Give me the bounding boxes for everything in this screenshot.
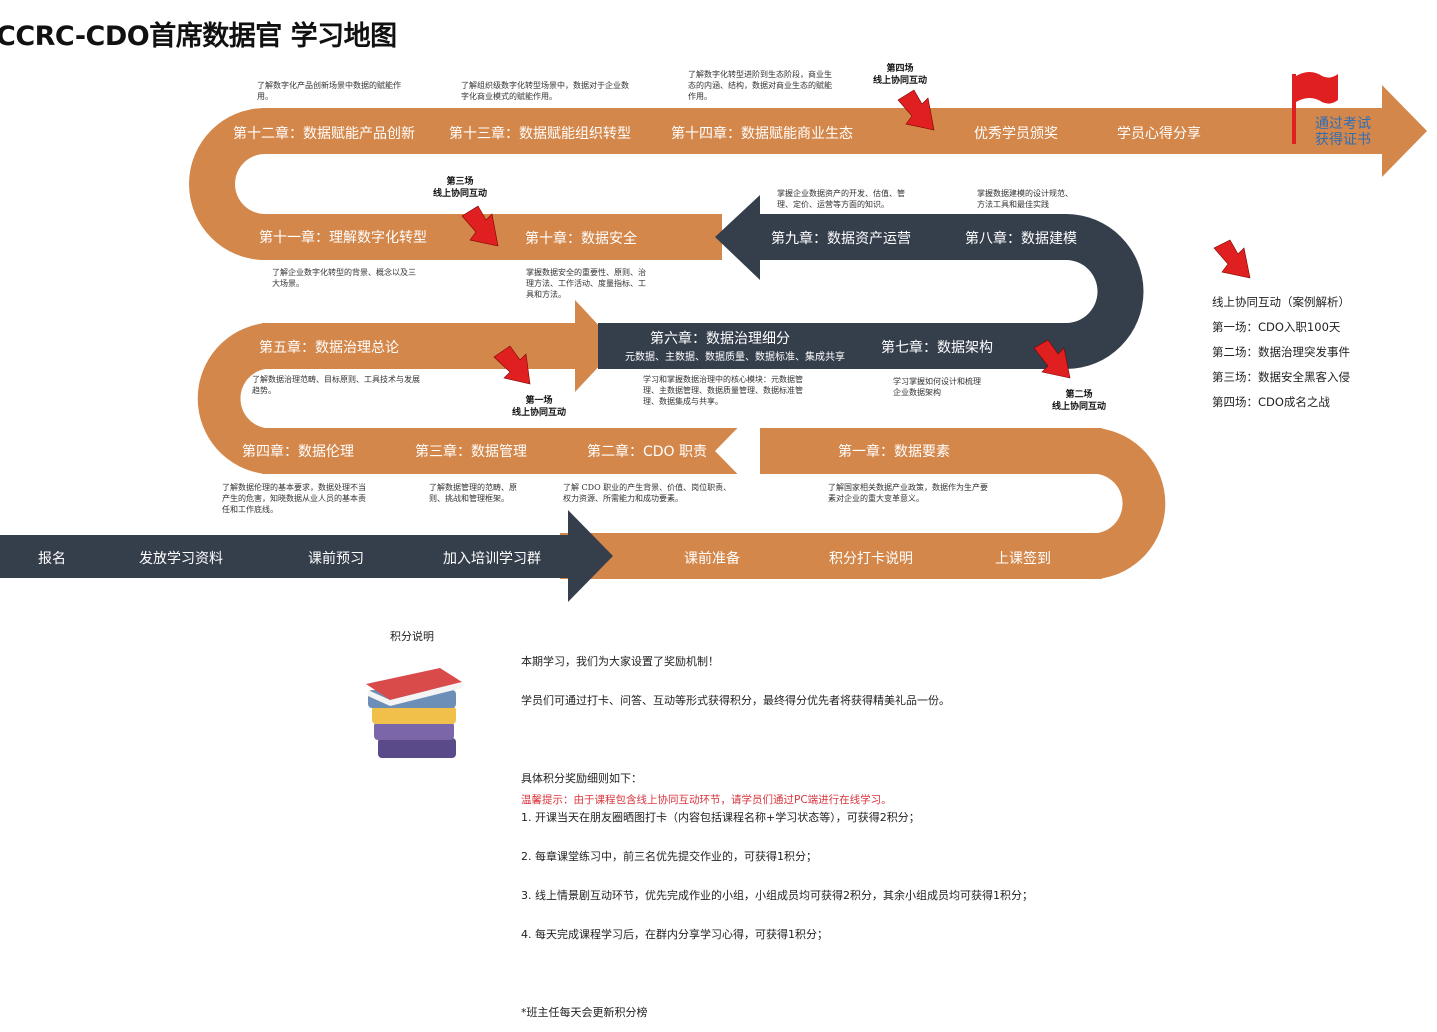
road-turn-left-2 <box>189 108 265 260</box>
points-line: 本期学习，我们为大家设置了奖励机制！ <box>521 655 719 668</box>
road-turn-left-1 <box>197 323 265 474</box>
chapter-1-desc: 了解国家相关数据产业政策，数据作为生产要素对企业的重大变革意义。 <box>828 483 988 503</box>
road-row0-orange <box>560 533 1102 579</box>
chapter-12-desc: 了解数字化产品创新场景中数据的赋能作用。 <box>257 81 401 101</box>
points-line: 4. 每天完成课程学习后，在群内分享学习心得，可获得1积分； <box>521 928 828 941</box>
road-navy <box>0 195 1144 602</box>
session-2-sub: 线上协同互动 <box>1052 402 1107 412</box>
road-row3-navy <box>715 195 1068 280</box>
legend-item: 第三场：数据安全黑客入侵 <box>1212 370 1350 384</box>
points-line: 3. 线上情景剧互动环节，优先完成作业的小组，小组成员均可获得2积分，其余小组成… <box>521 889 1033 902</box>
chapter-1: 第一章：数据要素 <box>838 444 950 460</box>
chapter-10: 第十章：数据安全 <box>525 231 637 247</box>
certificate-line-1: 通过考试 <box>1315 116 1371 132</box>
books-icon <box>366 668 462 758</box>
page-title: CCRC-CDO首席数据官 学习地图 <box>0 21 397 52</box>
points-line: 1. 开课当天在朋友圈晒图打卡（内容包括课程名称+学习状态等），可获得2积分； <box>521 811 920 824</box>
chapter-6-sub: 元数据、主数据、数据质量、数据标准、集成共享 <box>625 352 845 363</box>
chapter-2-desc: 了解 CDO 职业的产生背景、价值、岗位职责、权力资源、所需能力和成功要素。 <box>563 483 732 503</box>
points-line <box>521 733 1033 746</box>
chapter-13-desc: 了解组织级数字化转型场景中，数据对于企业数字化商业模式的赋能作用。 <box>461 81 629 101</box>
session-arrow-legend <box>1213 239 1251 279</box>
session-legend: 线上协同互动（案例解析） 第一场：CDO入职100天 第二场：数据治理突发事件 … <box>1212 294 1350 419</box>
road-row2-navy <box>598 323 1066 369</box>
chapter-5: 第五章：数据治理总论 <box>259 340 399 356</box>
flag-icon <box>1292 72 1338 144</box>
chapter-5-desc: 了解数据治理范畴、目标原则、工具技术与发展趋势。 <box>252 375 420 395</box>
certificate-line-2: 获得证书 <box>1315 132 1371 148</box>
legend-item: 第二场：数据治理突发事件 <box>1212 345 1350 359</box>
step-points-intro: 积分打卡说明 <box>829 551 913 567</box>
chapter-6-desc: 学习和掌握数据治理中的核心模块：元数据管理、主数据管理、数据质量管理、数据标准管… <box>643 375 803 406</box>
session-1-title: 第一场 <box>525 396 553 406</box>
chapter-3: 第三章：数据管理 <box>415 444 527 460</box>
chapter-7-desc: 学习掌握如何设计和梳理企业数据架构 <box>893 377 981 397</box>
chapter-9-desc: 掌握企业数据资产的开发、估值、管理、定价、运营等方面的知识。 <box>777 189 905 209</box>
chapter-3-desc: 了解数据管理的范畴、原则、挑战和管理框架。 <box>429 483 517 503</box>
session-1-label: 第一场 线上协同互动 <box>512 395 566 419</box>
points-line: 2. 每章课堂练习中，前三名优先提交作业的，可获得1积分； <box>521 850 817 863</box>
points-body: 本期学习，我们为大家设置了奖励机制！ 学员们可通过打卡、问答、互动等形式获得积分… <box>521 629 1033 1032</box>
session-2-label: 第二场 线上协同互动 <box>1052 389 1106 413</box>
step-share: 学员心得分享 <box>1117 126 1201 142</box>
session-arrow-4 <box>897 89 935 131</box>
warning-tip: 温馨提示：由于课程包含线上协同互动环节，请学员们通过PC端进行在线学习。 <box>521 794 892 806</box>
chapter-11-desc: 了解企业数字化转型的背景、概念以及三大场景。 <box>272 268 416 288</box>
points-title: 积分说明 <box>390 630 434 643</box>
session-1-sub: 线上协同互动 <box>512 408 567 418</box>
points-line <box>521 967 1033 980</box>
road-row1 <box>262 428 1102 474</box>
road-row0-navy <box>0 510 613 602</box>
road-row4 <box>262 85 1427 177</box>
step-materials: 发放学习资料 <box>139 551 223 567</box>
chapter-14-desc: 了解数字化转型进阶到生态阶段，商业生态的内涵、结构，数据对商业生态的赋能作用。 <box>688 70 832 101</box>
step-join-group: 加入培训学习群 <box>443 551 541 567</box>
chapter-8-desc: 掌握数据建模的设计规范、方法工具和最佳实践 <box>977 189 1073 209</box>
session-3-sub: 线上协同互动 <box>433 189 488 199</box>
session-3-label: 第三场 线上协同互动 <box>433 176 487 200</box>
chapter-2: 第二章：CDO 职责 <box>587 444 708 460</box>
chapter-10-desc: 掌握数据安全的重要性、原则、治理方法、工作活动、度量指标、工具和方法。 <box>526 268 646 299</box>
session-arrow-2 <box>1033 339 1071 379</box>
session-4-label: 第四场 线上协同互动 <box>873 63 927 87</box>
chapter-11: 第十一章：理解数字化转型 <box>259 230 427 246</box>
chapter-4: 第四章：数据伦理 <box>242 444 354 460</box>
learning-roadmap <box>0 72 1427 758</box>
session-arrow-1 <box>493 345 531 385</box>
legend-item: 第一场：CDO入职100天 <box>1212 320 1341 334</box>
row1-arrow-notch <box>715 405 760 497</box>
chapter-6: 第六章：数据治理细分 <box>650 331 790 347</box>
session-arrow-3 <box>461 205 499 247</box>
road-turn-right-2 <box>1066 214 1144 369</box>
certificate-text: 通过考试 获得证书 <box>1308 116 1378 148</box>
chapter-14: 第十四章：数据赋能商业生态 <box>671 126 853 142</box>
legend-title: 线上协同互动（案例解析） <box>1212 295 1350 309</box>
session-4-sub: 线上协同互动 <box>873 76 928 86</box>
chapter-8: 第八章：数据建模 <box>965 231 1077 247</box>
session-4-title: 第四场 <box>886 64 914 74</box>
step-prep: 课前准备 <box>684 551 740 567</box>
points-line: 具体积分奖励细则如下： <box>521 772 642 785</box>
chapter-9: 第九章：数据资产运营 <box>771 231 911 247</box>
step-preview: 课前预习 <box>308 551 364 567</box>
road-turn-right-1 <box>1098 428 1166 579</box>
chapter-13: 第十三章：数据赋能组织转型 <box>449 126 631 142</box>
session-3-title: 第三场 <box>446 177 474 187</box>
session-arrow-icons <box>461 89 1251 385</box>
legend-item: 第四场：CDO成名之战 <box>1212 395 1330 409</box>
chapter-7: 第七章：数据架构 <box>881 340 993 356</box>
chapter-12: 第十二章：数据赋能产品创新 <box>233 126 415 142</box>
points-line: *班主任每天会更新积分榜 <box>521 1006 648 1019</box>
step-signup: 报名 <box>38 551 66 567</box>
step-award: 优秀学员颁奖 <box>974 126 1058 142</box>
points-line: 学员们可通过打卡、问答、互动等形式获得积分，最终得分优先者将获得精美礼品一份。 <box>521 694 950 707</box>
step-checkin: 上课签到 <box>995 551 1051 567</box>
session-2-title: 第二场 <box>1065 390 1093 400</box>
road-row2-orange <box>262 300 618 392</box>
chapter-4-desc: 了解数据伦理的基本要求，数据处理不当产生的危害，知晓数据从业人员的基本责任和工作… <box>222 483 366 514</box>
